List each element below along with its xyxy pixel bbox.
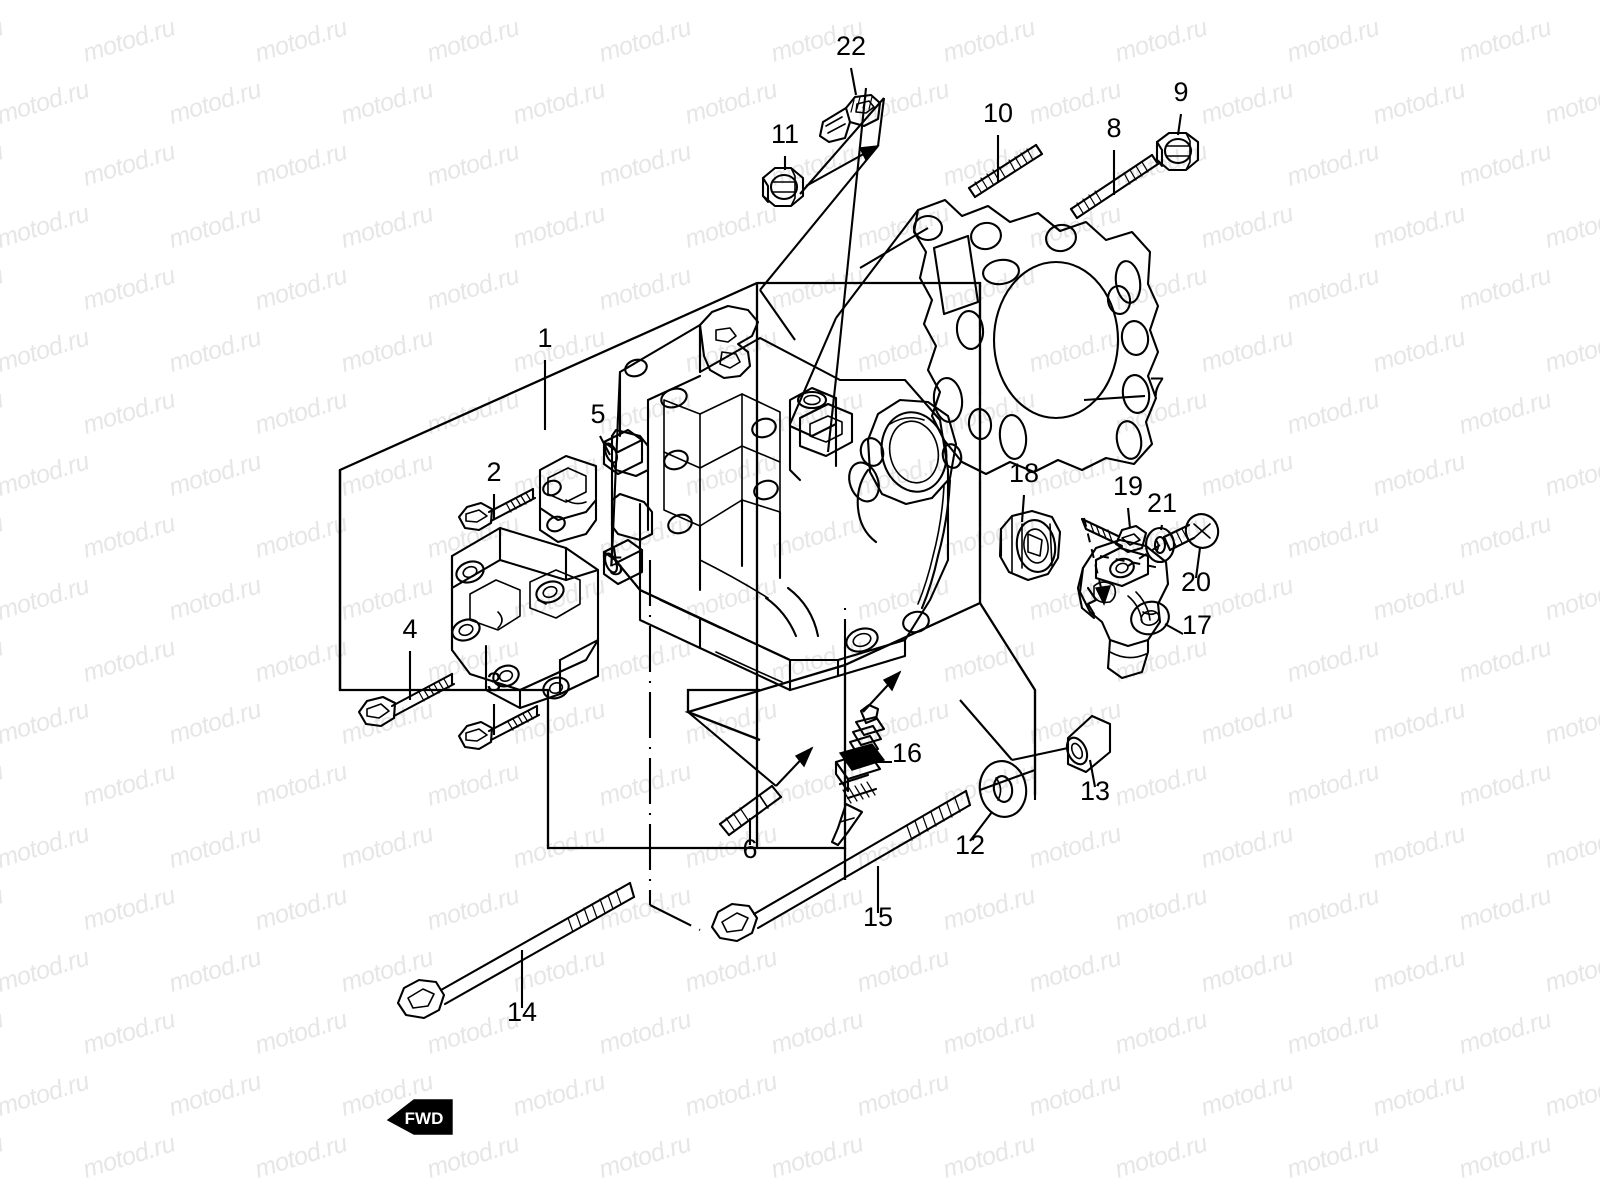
part-14-bolt xyxy=(396,881,636,1020)
callout-washer-12: 12 xyxy=(955,830,985,860)
camshaft-holder-assembly xyxy=(450,454,600,710)
callout-nut-9: 9 xyxy=(1173,77,1188,107)
callout-stud-6: 6 xyxy=(742,834,757,864)
watermark-text: motod.ru xyxy=(0,1005,7,1060)
callout-nut-11: 11 xyxy=(771,119,799,149)
forward-direction-arrow: FWD xyxy=(386,1099,453,1135)
part-3-bolt xyxy=(457,704,541,751)
callout-sleeve-13: 13 xyxy=(1080,776,1110,806)
fwd-label: FWD xyxy=(405,1109,444,1128)
center-lines xyxy=(648,283,1037,931)
leader-lines xyxy=(408,67,1202,1008)
part-2-bolt xyxy=(457,487,537,532)
part-6-stud-bolt xyxy=(718,784,783,837)
watermark-text: motod.ru xyxy=(0,13,7,68)
part-8-stud-bolt xyxy=(1069,153,1160,220)
part-16-spark-plug xyxy=(830,703,886,847)
assembly-boundary xyxy=(338,281,982,850)
watermark-text: motod.ru xyxy=(0,509,7,564)
watermark-text: motod.ru xyxy=(0,261,7,316)
callout-bolt-14: 14 xyxy=(507,997,537,1027)
callout-cylinder-head-assembly: 1 xyxy=(537,323,552,353)
watermark-text: motod.ru xyxy=(0,881,7,936)
callout-stud-10: 10 xyxy=(983,98,1013,128)
part-18-thermostat xyxy=(998,509,1062,582)
part-19-bolt xyxy=(1080,517,1148,554)
part-17-thermostat-case xyxy=(1076,538,1170,680)
assembly-arrow-lines xyxy=(687,87,1161,791)
cylinder-head-body xyxy=(610,304,963,692)
part-12-washer xyxy=(978,760,1028,818)
callout-dowel-pin-5-upper: 5 xyxy=(590,399,605,429)
part-9-nut xyxy=(1155,131,1200,172)
part-15-bolt xyxy=(710,789,972,943)
part-7-cylinder-head-gasket xyxy=(912,198,1160,476)
watermark-text: motod.ru xyxy=(0,385,7,440)
part-11-nut xyxy=(761,166,805,208)
part-5-dowel-pin-upper xyxy=(602,428,644,476)
exhaust-port-flange xyxy=(848,398,963,634)
part-13-dowel-sleeve xyxy=(1065,714,1112,774)
callout-bolt-19: 19 xyxy=(1113,471,1143,501)
callout-thermostat-case: 17 xyxy=(1182,610,1212,640)
watermark-text: motod.ru xyxy=(0,137,7,192)
part-10-stud-bolt xyxy=(967,143,1044,199)
callout-bolt-4: 4 xyxy=(402,614,417,644)
callout-bolt-3: 3 xyxy=(486,667,501,697)
part-20-screw xyxy=(1162,513,1220,552)
callout-head-gasket: 7 xyxy=(1149,372,1164,402)
callout-bolt-22: 22 xyxy=(836,31,866,61)
callout-dowel-pin-5-lower: 5 xyxy=(608,551,623,581)
watermark-text: motod.ru xyxy=(0,757,7,812)
callout-spark-plug: 16 xyxy=(892,738,922,768)
part-22-bolt xyxy=(818,93,882,144)
part-4-bolt xyxy=(357,672,456,728)
watermark-text: motod.ru xyxy=(0,1129,7,1184)
callout-bolt-15: 15 xyxy=(863,902,893,932)
callout-washer-21: 21 xyxy=(1147,488,1177,518)
callout-screw-20: 20 xyxy=(1181,567,1211,597)
callout-thermostat: 18 xyxy=(1009,458,1039,488)
watermark-text: motod.ru xyxy=(0,633,7,688)
callout-stud-8: 8 xyxy=(1106,113,1121,143)
callout-bolt-2: 2 xyxy=(486,457,501,487)
